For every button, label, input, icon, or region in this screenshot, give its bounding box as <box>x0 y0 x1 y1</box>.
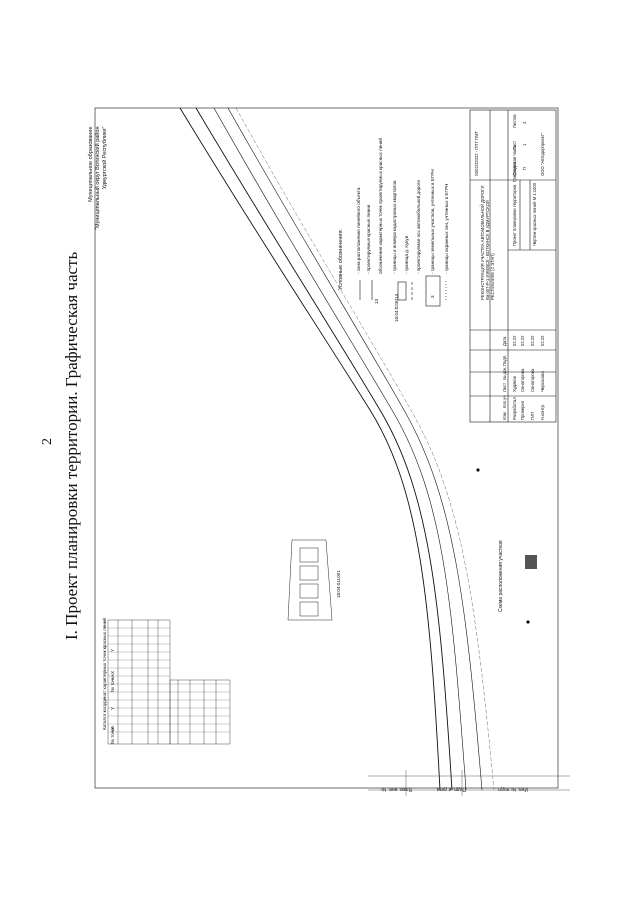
stamp-sheet: 1 <box>522 143 527 146</box>
stamp-col-2: Кол.уч <box>502 395 507 408</box>
red-line-1 <box>213 107 467 791</box>
stamp-row-3: ГИП <box>530 411 535 420</box>
stamp-row-2: Проверил <box>520 400 525 420</box>
red-line-2 <box>227 107 483 791</box>
coord-table-header-4: № точки <box>110 674 115 692</box>
stamp-code: S002/22022 - ППТ ПМТ <box>474 130 479 176</box>
margin-note-1: Взам. инв. № <box>381 786 412 792</box>
coord-table-header-6: Y <box>110 648 115 652</box>
legend-item-5: - граница д. Кукуи <box>404 235 409 274</box>
legend-item-3: обозначение характерных точек проектируе… <box>378 138 383 274</box>
buildings <box>287 539 333 621</box>
stamp-row-1: Разработал <box>512 397 517 420</box>
stamp-col-5: Подп. <box>502 354 507 366</box>
coord-table-title: Каталог координат характерных точек крас… <box>102 618 107 730</box>
stamp-col-6: Дата <box>502 336 507 346</box>
road-edge-2 <box>195 107 453 791</box>
coord-table <box>107 619 231 745</box>
stamp-project: РЕКОНСТРУКЦИЯ УЧАСТКА АВТОМОБИЛЬНОЙ ДОРО… <box>480 185 495 300</box>
stamp-drawing: Чертеж красных линий М 1:1000 <box>532 182 537 246</box>
stamp-name-2: Сенаторова <box>520 368 525 392</box>
margin-ticks <box>368 770 570 796</box>
margin-note-2: Подп. и дата <box>436 786 466 792</box>
legend-sym-box: 3 <box>430 295 435 298</box>
coord-table-header-3: Y <box>110 706 115 710</box>
stamp-sheets-label: Листов <box>512 114 517 128</box>
scheme-label: Схема расположения участков <box>498 540 504 612</box>
stamp-date-4: 02.22 <box>540 335 545 346</box>
stamp-col-3: Лист <box>502 382 507 392</box>
legend-title: Условные обозначения: <box>338 229 344 290</box>
stamp-col-4: № док. <box>502 366 507 380</box>
page-title: I. Проект планировки территории. Графиче… <box>62 251 81 640</box>
coord-table-rows <box>108 627 230 733</box>
stamp-col-1: Изм <box>502 412 507 420</box>
legend-item-7: - границы земельных участков, учтенных в… <box>430 169 435 274</box>
stamp-org: ООО "Автодорпроект" <box>540 132 545 176</box>
margin-note-3: Инв. № подл. <box>496 786 528 792</box>
legend-symbols <box>359 275 447 307</box>
municipality-line-1: Муниципальное образование <box>88 126 94 202</box>
road-edge-1 <box>179 107 441 791</box>
stamp-sheet-label: Лист <box>512 140 517 150</box>
legend-item-4: - границы и номера кадастровых кварталов <box>392 180 397 274</box>
drawing-frame <box>94 107 559 789</box>
municipality-line-3: Удмуртской Республики" <box>102 126 108 190</box>
page-number: 2 <box>40 438 55 445</box>
legend-item-6: - проектируемая ось автомобильной дороги <box>416 180 421 274</box>
legend-sym-point: 13 <box>374 298 379 304</box>
municipality-block: Муниципальное образование "Муниципальный… <box>88 127 109 230</box>
stamp-stage: П <box>522 166 527 170</box>
stamp-stage-label: Стадия <box>512 161 517 176</box>
municipality-line-2: "Муниципальный округ Вотинский район <box>95 126 101 230</box>
stamp-date-1: 02.22 <box>512 335 517 346</box>
stamp-date-3: 02.22 <box>530 335 535 346</box>
stamp-row-4: Н.контр. <box>540 403 545 420</box>
coord-table-header-5: X <box>110 670 115 674</box>
stamp-sheet-name: Проект планировки территории. Графическа… <box>512 144 517 246</box>
axis-line <box>235 107 495 791</box>
stamp-name-3: Сенаторова <box>530 368 535 392</box>
stamp-block <box>469 109 557 423</box>
stamp-date-2: 02.22 <box>520 335 525 346</box>
legend-sym-quarter: 18:04:023014 <box>394 293 399 322</box>
legend-item-2: - проектируемые красные линии <box>366 204 371 274</box>
legend-item-1: - зона расположения линейного объекта <box>356 187 361 274</box>
quarter-label: 18:04:011001 <box>336 570 341 598</box>
coord-table-header-2: X <box>110 726 115 730</box>
scheme <box>476 468 537 624</box>
stamp-name-1: Худяков <box>512 376 517 392</box>
stamp-name-4: Черкасова <box>540 371 545 392</box>
legend-item-8: - границы охранных зон, учтенных в ЕГРН <box>444 183 449 274</box>
stamp-sheets: 4 <box>522 121 527 124</box>
